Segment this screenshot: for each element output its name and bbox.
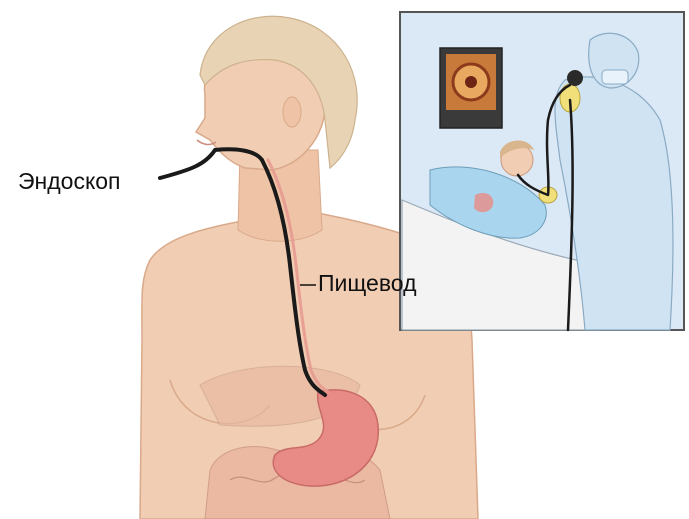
ear <box>283 97 301 127</box>
monitor-lumen <box>465 76 477 88</box>
endoscope-label: Эндоскоп <box>18 170 121 193</box>
esophagus-label: Пищевод <box>318 272 417 295</box>
doctor-mask <box>602 70 628 84</box>
endoscope-handle <box>567 70 583 86</box>
procedure-inset <box>400 12 684 330</box>
